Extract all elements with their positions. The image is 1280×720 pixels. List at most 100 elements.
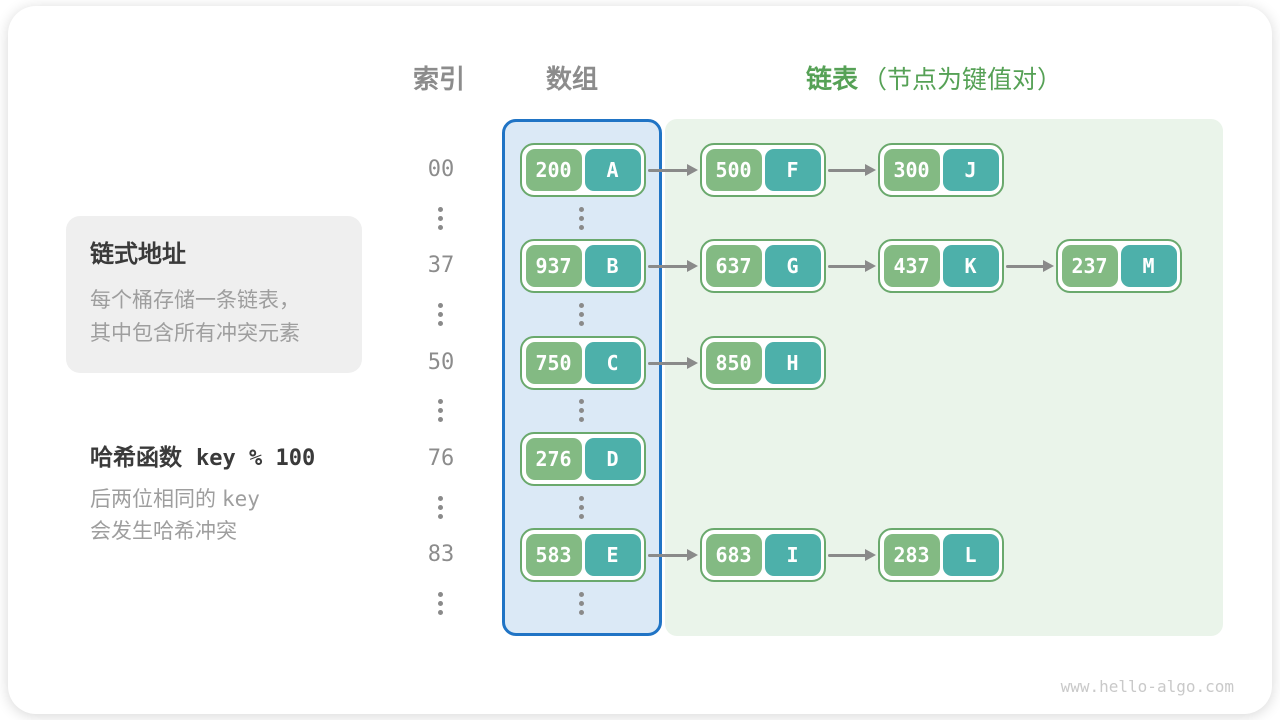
arrow-head-icon (687, 259, 698, 272)
arrow-head-icon (687, 356, 698, 369)
dot (438, 312, 443, 317)
index-label: 37 (427, 253, 455, 278)
key-cell: 937 (525, 245, 582, 287)
dot (438, 225, 443, 230)
dot (438, 417, 443, 422)
index-label: 00 (427, 157, 455, 182)
hash-function-expression: key % 100 (196, 446, 316, 471)
ellipsis-dots (438, 399, 443, 422)
chaining-title: 链式地址 (90, 241, 186, 268)
value-cell: K (942, 245, 999, 287)
dot (579, 514, 584, 519)
arrow-head-icon (865, 259, 876, 272)
dot (438, 216, 443, 221)
dot (579, 417, 584, 422)
ellipsis-dots (579, 592, 584, 615)
arrow-line (648, 264, 689, 268)
dot (438, 592, 443, 597)
dot (579, 592, 584, 597)
chaining-info-panel (66, 216, 362, 373)
value-cell: L (942, 534, 999, 576)
list-header-label: 链表 (806, 64, 859, 94)
list-header-note: （节点为键值对） (862, 66, 1063, 94)
array-column-header: 数组 (546, 64, 599, 94)
arrow-line (648, 168, 689, 172)
arrow-connector (648, 259, 698, 273)
dot (579, 312, 584, 317)
ellipsis-dots (438, 592, 443, 615)
dot (438, 601, 443, 606)
value-cell: A (584, 149, 641, 191)
chaining-desc-line1: 每个桶存储一条链表， (90, 289, 300, 312)
key-cell: 200 (525, 149, 582, 191)
arrow-head-icon (865, 163, 876, 176)
diagram-card: 索引 数组 链表（节点为键值对） 链式地址 每个桶存储一条链表， 其中包含所有冲… (8, 6, 1272, 714)
value-cell: D (584, 438, 641, 480)
ellipsis-dots (579, 207, 584, 230)
arrow-line (1006, 264, 1045, 268)
ellipsis-dots (579, 496, 584, 519)
arrow-connector (1006, 259, 1054, 273)
dot (579, 601, 584, 606)
key-cell: 283 (883, 534, 940, 576)
arrow-line (828, 553, 867, 557)
arrow-head-icon (687, 163, 698, 176)
ellipsis-dots (438, 303, 443, 326)
value-cell: M (1120, 245, 1177, 287)
arrow-head-icon (687, 548, 698, 561)
arrow-head-icon (1043, 259, 1054, 272)
arrow-line (828, 168, 867, 172)
arrow-connector (648, 548, 698, 562)
dot (438, 408, 443, 413)
dot (579, 399, 584, 404)
dot (438, 505, 443, 510)
key-cell: 500 (705, 149, 762, 191)
value-cell: H (764, 342, 821, 384)
ellipsis-dots (438, 207, 443, 230)
key-cell: 276 (525, 438, 582, 480)
index-label: 76 (427, 446, 455, 471)
index-label: 50 (427, 350, 455, 375)
index-column-header: 索引 (413, 64, 466, 94)
dot (579, 610, 584, 615)
dot (579, 207, 584, 212)
arrow-line (828, 264, 867, 268)
key-cell: 850 (705, 342, 762, 384)
arrow-head-icon (865, 548, 876, 561)
dot (438, 321, 443, 326)
arrow-line (648, 361, 689, 365)
hash-note-line2: 会发生哈希冲突 (90, 520, 237, 543)
dot (438, 496, 443, 501)
hash-function-text: 哈希函数 (90, 444, 182, 470)
value-cell: J (942, 149, 999, 191)
arrow-connector (828, 259, 876, 273)
dot (438, 303, 443, 308)
key-cell: 237 (1061, 245, 1118, 287)
list-column-header: 链表（节点为键值对） (806, 59, 1062, 96)
ellipsis-dots (438, 496, 443, 519)
dot (438, 207, 443, 212)
chaining-desc-line2: 其中包含所有冲突元素 (90, 322, 300, 345)
dot (438, 514, 443, 519)
dot (438, 610, 443, 615)
value-cell: I (764, 534, 821, 576)
key-cell: 300 (883, 149, 940, 191)
value-cell: G (764, 245, 821, 287)
dot (579, 408, 584, 413)
hash-function-label: 哈希函数 key % 100 (90, 438, 315, 472)
hash-note-key: key (222, 487, 260, 511)
ellipsis-dots (579, 303, 584, 326)
